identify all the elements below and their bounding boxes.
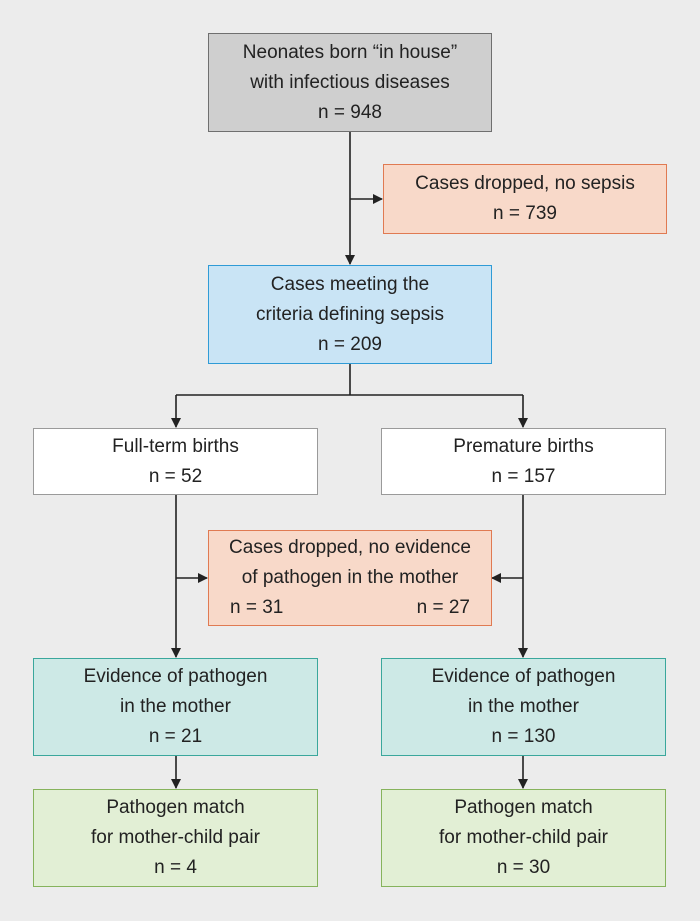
match-right-count: n = 30 xyxy=(496,857,551,878)
fullterm-count: n = 52 xyxy=(148,465,203,487)
dropped-no-evidence-counts: n = 31 n = 27 xyxy=(230,593,470,623)
dropped-no-sepsis-box: Cases dropped, no sepsis n = 739 xyxy=(383,164,667,234)
match-right-line-2: for mother-child pair xyxy=(439,827,608,848)
sepsis-line-1: Cases meeting the xyxy=(270,273,430,295)
dropped-no-evidence-line-2: of pathogen in the mother xyxy=(241,567,459,588)
dropped-no-sepsis-label: Cases dropped, no sepsis xyxy=(415,173,635,194)
sepsis-count: n = 209 xyxy=(318,333,382,355)
evidence-left-count: n = 21 xyxy=(148,726,203,747)
dropped-no-sepsis-count: n = 739 xyxy=(493,203,557,224)
match-left-line-2: for mother-child pair xyxy=(91,827,260,848)
match-left-line-1: Pathogen match xyxy=(106,797,245,818)
match-left-count: n = 4 xyxy=(154,857,197,878)
dropped-no-evidence-box: Cases dropped, no evidence of pathogen i… xyxy=(208,530,492,626)
evidence-right-line-1: Evidence of pathogen xyxy=(431,666,616,687)
top-box: Neonates born “in house” with infectious… xyxy=(208,33,492,132)
dropped-count-premature: n = 27 xyxy=(416,597,470,618)
premature-box: Premature births n = 157 xyxy=(381,428,666,495)
sepsis-line-2: criteria defining sepsis xyxy=(256,303,444,325)
premature-count: n = 157 xyxy=(491,465,556,487)
dropped-count-fullterm: n = 31 xyxy=(230,597,284,618)
fullterm-label: Full-term births xyxy=(112,435,239,457)
match-right-line-1: Pathogen match xyxy=(454,797,593,818)
top-line-1: Neonates born “in house” xyxy=(242,41,458,63)
evidence-right-box: Evidence of pathogen in the mother n = 1… xyxy=(381,658,666,756)
sepsis-box: Cases meeting the criteria defining seps… xyxy=(208,265,492,364)
match-left-box: Pathogen match for mother-child pair n =… xyxy=(33,789,318,887)
dropped-no-evidence-line-1: Cases dropped, no evidence xyxy=(229,537,471,558)
evidence-right-line-2: in the mother xyxy=(468,696,579,717)
top-count: n = 948 xyxy=(318,101,382,123)
match-right-box: Pathogen match for mother-child pair n =… xyxy=(381,789,666,887)
evidence-left-line-1: Evidence of pathogen xyxy=(83,666,268,687)
fullterm-box: Full-term births n = 52 xyxy=(33,428,318,495)
evidence-left-line-2: in the mother xyxy=(120,696,231,717)
top-line-2: with infectious diseases xyxy=(250,71,450,93)
evidence-left-box: Evidence of pathogen in the mother n = 2… xyxy=(33,658,318,756)
evidence-right-count: n = 130 xyxy=(491,726,556,747)
premature-label: Premature births xyxy=(453,435,594,457)
